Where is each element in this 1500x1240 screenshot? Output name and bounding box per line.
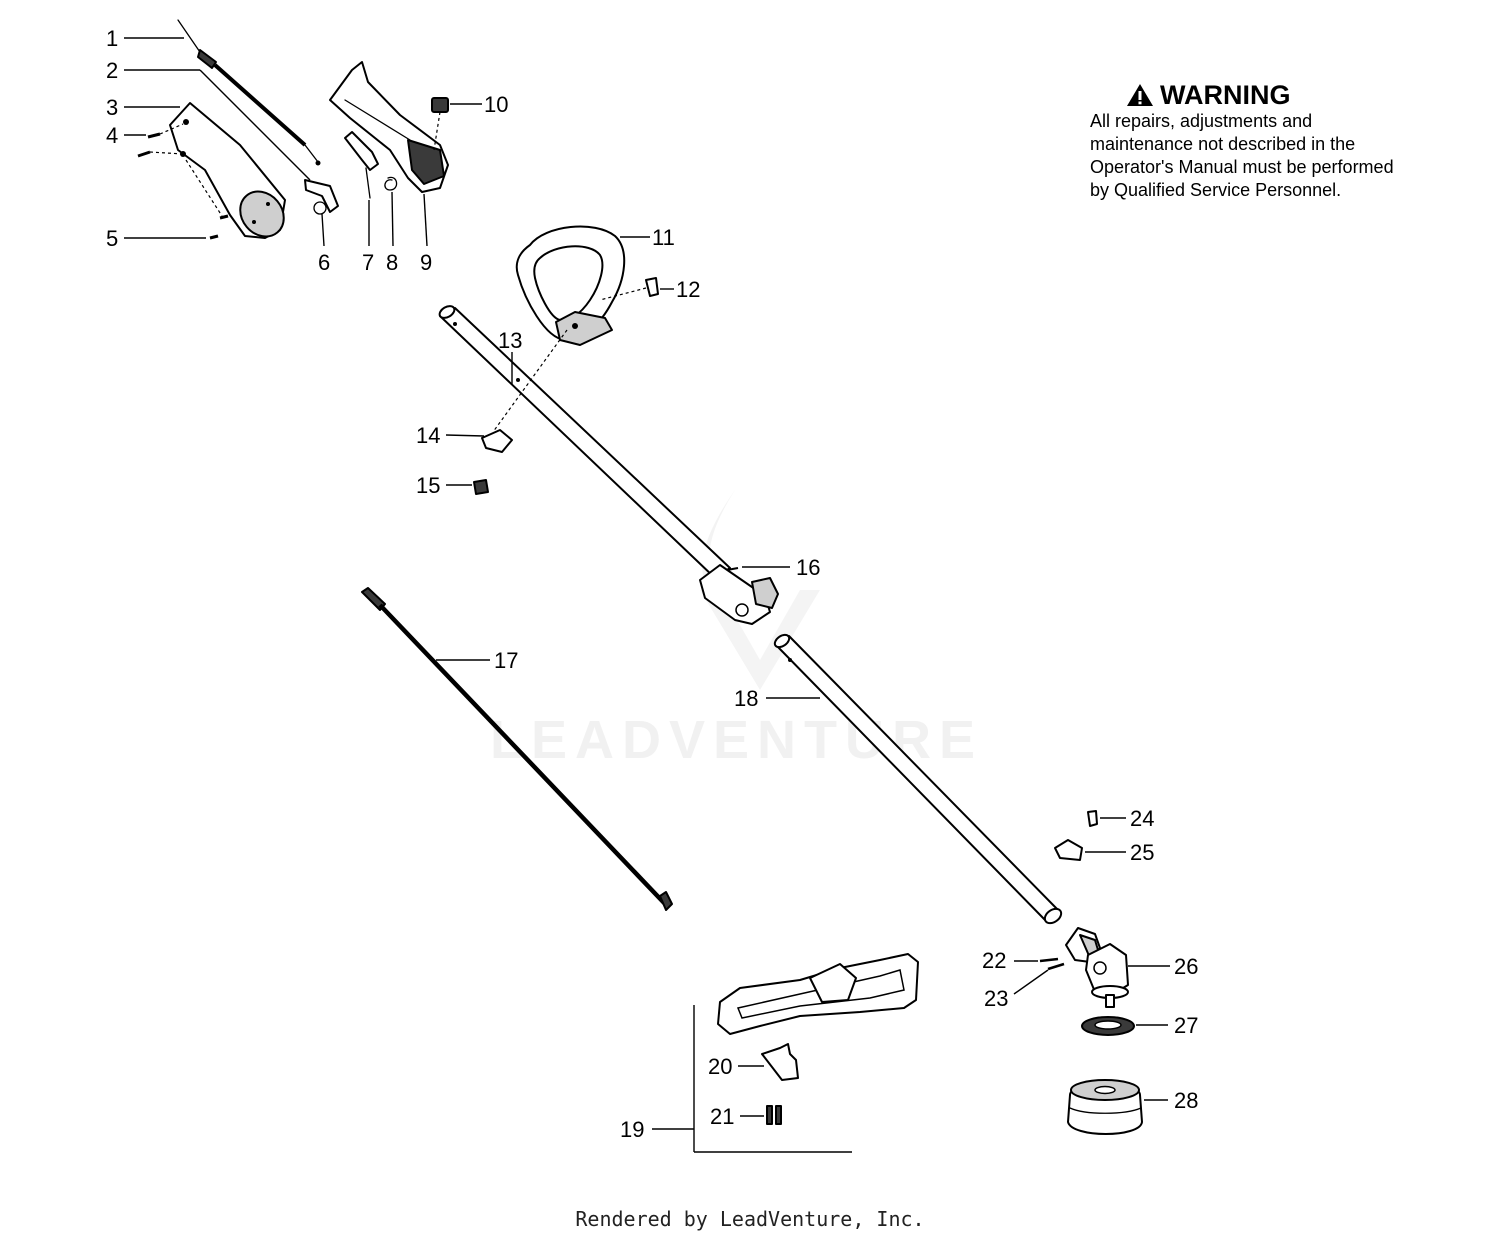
callout-14: 14 bbox=[416, 423, 440, 448]
callout-15: 15 bbox=[416, 473, 440, 498]
part-14-handle-clamp bbox=[481, 429, 513, 453]
warning-title: WARNING bbox=[1090, 80, 1410, 110]
part-6-lockout-spring bbox=[304, 179, 339, 215]
part-1-throttle-cable bbox=[177, 19, 321, 166]
callout-3: 3 bbox=[106, 95, 118, 120]
callout-11: 11 bbox=[652, 225, 675, 250]
part-7-trigger bbox=[344, 131, 379, 199]
part-25-bracket bbox=[1054, 839, 1083, 861]
part-9-handle-housing bbox=[329, 61, 449, 193]
part-12-screw bbox=[599, 277, 659, 301]
callout-18: 18 bbox=[734, 686, 758, 711]
callout-21: 21 bbox=[710, 1104, 734, 1129]
callout-12: 12 bbox=[676, 277, 700, 302]
callout-22: 22 bbox=[982, 948, 1006, 973]
footer-credit: Rendered by LeadVenture, Inc. bbox=[575, 1207, 925, 1231]
warning-body: All repairs, adjustments and maintenance… bbox=[1090, 111, 1394, 200]
callout-27: 27 bbox=[1174, 1013, 1198, 1038]
callout-25: 25 bbox=[1130, 840, 1154, 865]
callout-24: 24 bbox=[1130, 806, 1154, 831]
callout-2: 2 bbox=[106, 58, 118, 83]
part-13-upper-shaft bbox=[438, 305, 731, 579]
part-8-spring bbox=[384, 176, 398, 191]
part-18-lower-shaft bbox=[773, 633, 1063, 925]
part-11-loop-handle bbox=[515, 225, 626, 346]
part-26-gearhead bbox=[1065, 927, 1129, 1008]
callout-23: 23 bbox=[984, 986, 1008, 1011]
part-24-screw bbox=[1087, 810, 1098, 827]
callout-9: 9 bbox=[420, 250, 432, 275]
callout-26: 26 bbox=[1174, 954, 1198, 979]
part-4-screws bbox=[137, 123, 184, 158]
callout-1: 1 bbox=[106, 26, 118, 51]
callout-labels: 1 2 3 4 5 6 7 8 9 10 11 12 13 14 15 16 1… bbox=[106, 26, 1198, 1142]
part-15-knob bbox=[473, 479, 489, 495]
warning-triangle-icon bbox=[1127, 84, 1153, 106]
part-3-handle-housing bbox=[169, 102, 286, 239]
callout-4: 4 bbox=[106, 123, 118, 148]
part-28-trimmer-head bbox=[1067, 1079, 1143, 1135]
group-bracket-19 bbox=[652, 1005, 852, 1153]
leader-lines bbox=[124, 37, 1170, 1117]
callout-8: 8 bbox=[386, 250, 398, 275]
warning-notice: WARNING All repairs, adjustments and mai… bbox=[1090, 80, 1410, 202]
part-21-screws bbox=[766, 1105, 782, 1125]
callout-28: 28 bbox=[1174, 1088, 1198, 1113]
callout-19: 19 bbox=[620, 1117, 644, 1142]
part-17-drive-shaft bbox=[361, 587, 673, 911]
part-16-coupler bbox=[699, 564, 779, 625]
callout-6: 6 bbox=[318, 250, 330, 275]
callout-13: 13 bbox=[498, 328, 522, 353]
callout-10: 10 bbox=[484, 92, 508, 117]
part-22-23-screws bbox=[1039, 957, 1065, 971]
part-10-switch bbox=[431, 97, 449, 151]
warning-title-text: WARNING bbox=[1160, 80, 1291, 110]
watermark-logo: LEADVENTURE bbox=[490, 490, 975, 770]
part-19-guard-shield bbox=[717, 953, 919, 1035]
callout-20: 20 bbox=[708, 1054, 732, 1079]
callout-16: 16 bbox=[796, 555, 820, 580]
part-20-line-cutter bbox=[761, 1043, 799, 1081]
part-27-washer bbox=[1081, 1016, 1135, 1036]
part-5-screw bbox=[185, 159, 229, 240]
callout-5: 5 bbox=[106, 226, 118, 251]
callout-17: 17 bbox=[494, 648, 518, 673]
callout-7: 7 bbox=[362, 250, 374, 275]
